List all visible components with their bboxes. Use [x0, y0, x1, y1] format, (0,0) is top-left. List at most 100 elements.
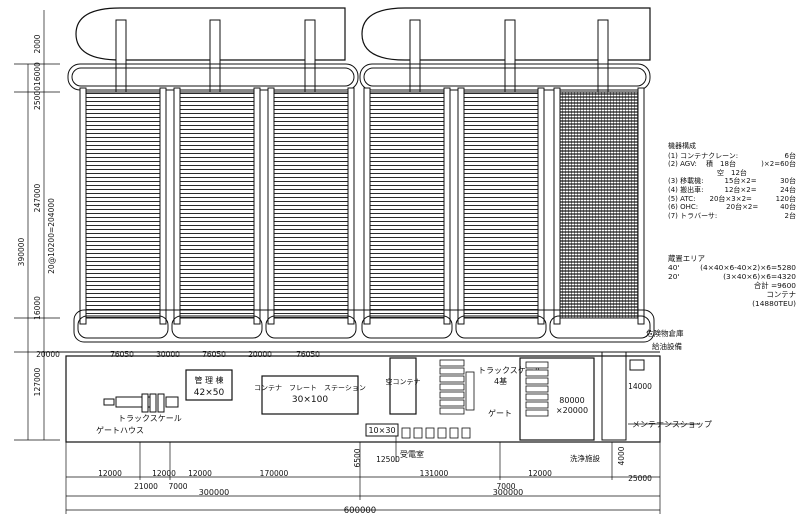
- storage-row-40-label: 40': [668, 263, 680, 272]
- storage-row-40-formula: (4×40×6-40×2)×6=5280: [700, 263, 796, 272]
- substation-size: 10×30: [368, 426, 395, 435]
- repair-area-dim-1: 80000: [559, 396, 584, 405]
- cfs-building: [261, 375, 359, 415]
- empty-container-area: [389, 357, 417, 415]
- spec-item: (4) 搬出車: 12台×2=: [668, 185, 757, 194]
- dim-12000d: 12000: [528, 469, 552, 478]
- spec-row: (3) 移載機: 15台×2= 30台: [668, 177, 796, 186]
- spec-value: 120台: [775, 194, 796, 203]
- spec-row: (5) ATC: 20台×3×2= 120台: [668, 195, 796, 204]
- dim-12000c: 12000: [188, 469, 212, 478]
- spec-row: (7) トラバーサ: 2台: [668, 212, 796, 221]
- spec-row: (2) AGV: 積 18台)×2=60台: [668, 160, 796, 169]
- bottom-transfer-lane: [40, 309, 660, 353]
- spec-item: (5) ATC: 20台×3×2=: [668, 194, 752, 203]
- truck-scale-right-label: トラックスケール: [478, 366, 542, 375]
- dim-7000a: 7000: [168, 482, 187, 491]
- landside-area: [65, 355, 661, 443]
- gate-house: [103, 393, 179, 413]
- dim-14000: 14000: [628, 382, 652, 391]
- spec-item: (1) コンテナクレーン:: [668, 151, 739, 160]
- lane-width-6: 76050: [296, 350, 320, 359]
- dim-bottom-lane: 16000: [33, 296, 42, 320]
- substation-label: 受電室: [400, 449, 424, 459]
- lane-width-3: 30000: [156, 350, 180, 359]
- spec-item: (3) 移載機: 15台×2=: [668, 177, 757, 186]
- dim-6500: 6500: [353, 448, 362, 467]
- dim-12000b: 12000: [152, 469, 176, 478]
- top-transfer-lane: [67, 63, 651, 91]
- storage-teu: (14880TEU): [752, 299, 796, 308]
- spec-item: (6) OHC: 20台×2=: [668, 203, 759, 212]
- dim-170000: 170000: [260, 469, 289, 478]
- storage-total: 合計 =9600: [753, 281, 796, 290]
- cfs-label: コンテナ フレート ステーション: [254, 384, 366, 392]
- block-rails: [79, 87, 645, 325]
- spec-value: 40台: [780, 203, 796, 212]
- dim-admin-depth: 127000: [33, 367, 42, 396]
- repair-area: [519, 357, 595, 441]
- spec-item: 空 12台: [668, 168, 747, 177]
- dim-131000: 131000: [420, 469, 449, 478]
- dim-lane: 16000: [33, 62, 42, 86]
- spec-item: (7) トラバーサ:: [668, 211, 718, 220]
- spec-value: )×2=60台: [761, 160, 796, 169]
- wash-label: 洗浄施設: [570, 453, 600, 463]
- dim-total: 390000: [17, 237, 26, 266]
- lane-width-4: 76050: [202, 350, 226, 359]
- dim-block: 247000: [33, 183, 42, 212]
- truck-scale-count: 4基: [494, 376, 507, 386]
- fuel-label: 給油設備: [652, 341, 682, 351]
- storage-row-20: 20' (3×40×6)×6=4320: [668, 272, 796, 281]
- gate-label: ゲート: [488, 408, 512, 418]
- dim-4000: 4000: [617, 446, 626, 465]
- quay-apron: [75, 7, 651, 61]
- hazard-label: 危険物倉庫: [646, 328, 684, 338]
- maintenance-label: メンテナンスショップ: [632, 420, 712, 429]
- hazard-warehouse: [629, 359, 645, 371]
- maintenance-shop: [601, 351, 627, 441]
- dim-block-sub: 20@10200=204000: [47, 198, 56, 274]
- spec-rows: (1) コンテナクレーン:6台(2) AGV: 積 18台)×2=60台 空 1…: [668, 152, 796, 221]
- repair-slots: [525, 361, 549, 417]
- spec-title: 機器構成: [668, 142, 696, 150]
- dim-25000b: 25000: [628, 474, 652, 483]
- spec-row: (6) OHC: 20台×2= 40台: [668, 203, 796, 212]
- gate-booths: [401, 427, 471, 439]
- admin-building-size: 42×50: [194, 388, 225, 398]
- spec-value: 2台: [784, 211, 796, 220]
- bottom-dimensions: [65, 436, 661, 514]
- spec-row: 空 12台: [668, 169, 796, 178]
- equipment-spec-panel: 機器構成 (1) コンテナクレーン:6台(2) AGV: 積 18台)×2=60…: [668, 142, 796, 220]
- storage-area-panel: 蔵置エリア 40' (4×40×6-40×2)×6=5280 20' (3×40…: [668, 254, 796, 308]
- admin-building-label: 管 理 棟: [194, 375, 223, 385]
- dim-7000b: 7000: [496, 482, 515, 491]
- spec-row: (4) 搬出車: 12台×2= 24台: [668, 186, 796, 195]
- admin-building: [185, 369, 233, 401]
- truck-scale-right: [439, 359, 475, 415]
- dim-12000a: 12000: [98, 469, 122, 478]
- dim-21000: 21000: [134, 482, 158, 491]
- spec-value: 30台: [780, 177, 796, 186]
- storage-total-unit: コンテナ: [766, 290, 796, 299]
- dim-25000: 25000: [33, 86, 42, 110]
- dim-600000: 600000: [344, 506, 376, 516]
- left-dimensions: [14, 10, 60, 441]
- dim-300000b: 300000: [493, 488, 524, 497]
- stacking-blocks: [81, 91, 643, 319]
- dim-top: 2000: [33, 34, 42, 53]
- cfs-size: 30×100: [292, 395, 328, 405]
- lane-width-1: 20000: [36, 350, 60, 359]
- substation: [365, 423, 399, 437]
- storage-row-40: 40' (4×40×6-40×2)×6=5280: [668, 263, 796, 272]
- dim-300000a: 300000: [199, 488, 230, 497]
- lane-width-5: 20000: [248, 350, 272, 359]
- storage-title: 蔵置エリア: [668, 254, 705, 263]
- truck-scale-left-label: トラックスケール: [118, 414, 182, 423]
- spec-row: (1) コンテナクレーン:6台: [668, 152, 796, 161]
- lane-width-2: 76050: [110, 350, 134, 359]
- gate-house-label: ゲートハウス: [96, 425, 144, 435]
- spec-value: 24台: [780, 185, 796, 194]
- storage-row-20-label: 20': [668, 272, 680, 281]
